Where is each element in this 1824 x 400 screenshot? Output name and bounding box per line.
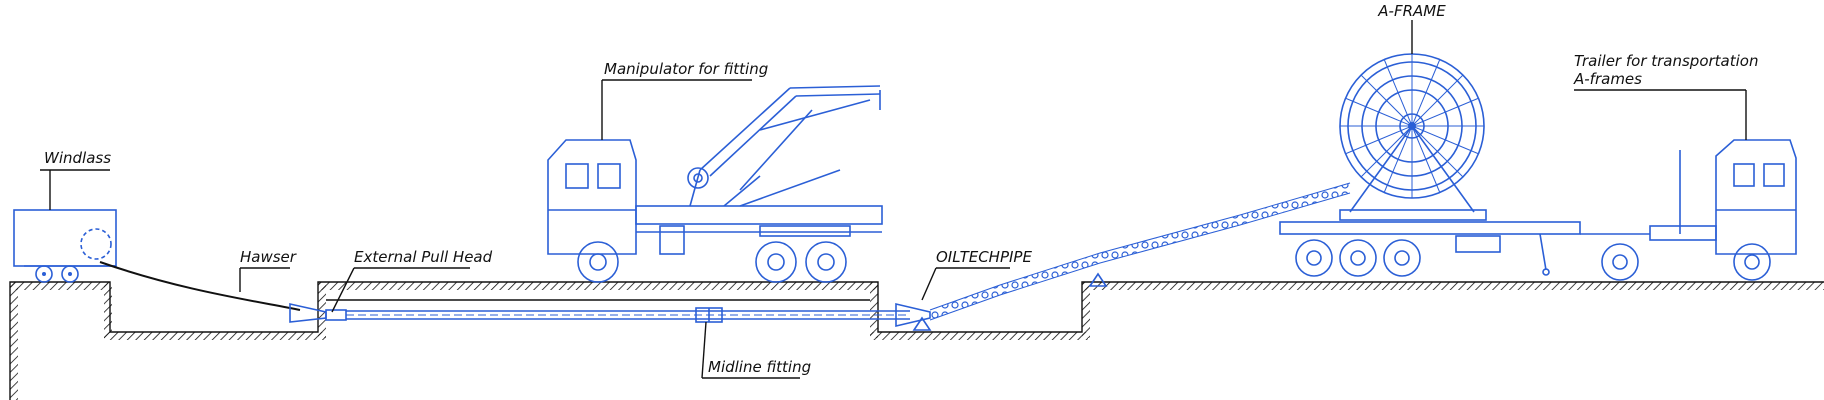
- labels: Windlass Hawser External Pull Head Manip…: [44, 2, 1758, 376]
- label-windlass: Windlass: [44, 149, 111, 167]
- tractor-cab: [1715, 139, 1797, 255]
- windlass-drum: [80, 228, 112, 260]
- crane-boom-1: [699, 87, 791, 171]
- label-hawser: Hawser: [240, 248, 297, 266]
- label-trailer-line1: Trailer for transportation: [1574, 52, 1758, 70]
- ramp-wall-hatch: [1082, 282, 1090, 338]
- trailer-truck: [1279, 139, 1797, 281]
- ground-left-hatch: [10, 282, 110, 290]
- windlass-unit: [13, 209, 117, 283]
- platform-1-hatch: [318, 282, 878, 290]
- crane-boom-2: [789, 85, 881, 89]
- truck-wheel-2: [755, 241, 797, 283]
- ground-profile: [9, 281, 1824, 400]
- ground-right-hatch: [1082, 282, 1824, 290]
- trench-floor-2-hatch: [870, 332, 1088, 340]
- trailer-wheel-1: [1295, 239, 1333, 277]
- a-frame-reel: [1339, 53, 1487, 221]
- oiltechpipe-rope: [928, 183, 1352, 320]
- guide-roller-2: [1088, 272, 1108, 287]
- label-midline-fitting: Midline fitting: [708, 358, 811, 376]
- truck-cab: [547, 139, 637, 255]
- guide-roller-1: [912, 316, 932, 331]
- truck-bed: [635, 205, 883, 225]
- crane-pivot: [687, 167, 709, 189]
- label-external-pull-head: External Pull Head: [354, 248, 493, 266]
- trailer-wheel-3: [1383, 239, 1421, 277]
- pipe-exit-cone: [895, 302, 931, 328]
- tractor-wheel-1: [1601, 243, 1639, 281]
- truck-wheel-3: [805, 241, 847, 283]
- label-manipulator: Manipulator for fitting: [604, 60, 768, 78]
- trench-wall-1-hatch: [104, 282, 112, 338]
- label-oiltechpipe: OILTECHPIPE: [936, 248, 1032, 266]
- platform-1-wall-hatch: [318, 282, 326, 338]
- windlass-body: [13, 209, 117, 267]
- leader-lines: [40, 20, 1747, 379]
- crane-hydraulic: [739, 109, 813, 191]
- manipulator-truck: [547, 85, 883, 283]
- a-frame-base: [1339, 209, 1487, 221]
- pull-head-collar: [325, 309, 347, 321]
- truck-wheel-1: [577, 241, 619, 283]
- a-frame-leg-left: [1349, 125, 1413, 213]
- ground-left-wall-hatch: [10, 282, 18, 400]
- trench-floor-1-hatch: [104, 332, 326, 340]
- tractor-wheel-2: [1733, 243, 1771, 281]
- ground-outline: [9, 281, 1824, 400]
- platform-1-wall-right-hatch: [870, 282, 878, 338]
- windlass-wheel-2: [61, 265, 79, 283]
- windlass-wheel-1: [35, 265, 53, 283]
- label-trailer-line2: A-frames: [1573, 70, 1642, 88]
- label-a-frame: A-FRAME: [1377, 2, 1446, 20]
- trailer-wheel-2: [1339, 239, 1377, 277]
- hawser-cable: [99, 261, 301, 311]
- a-frame-leg-right: [1411, 125, 1475, 213]
- trailer-deck: [1279, 221, 1581, 235]
